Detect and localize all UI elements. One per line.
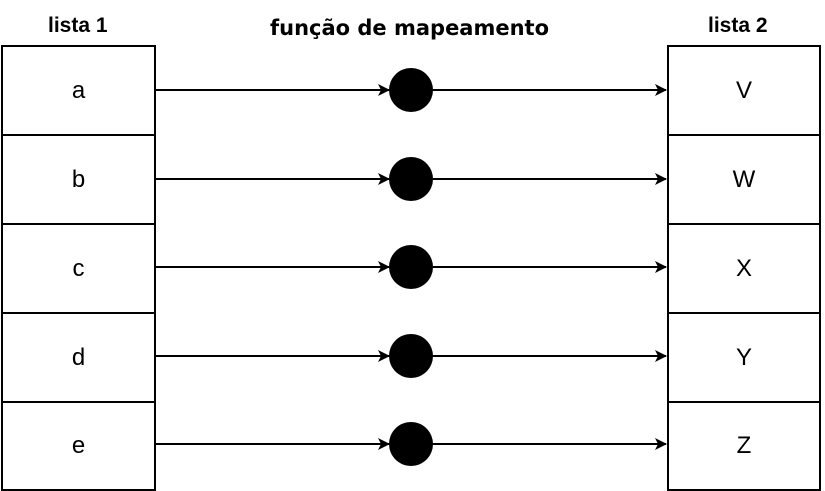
- list1-title: lista 1: [48, 14, 108, 37]
- list1-item: c: [3, 225, 154, 314]
- list2-item: Y: [669, 314, 819, 403]
- list2-item: X: [669, 225, 819, 314]
- mapping-node: [389, 245, 433, 289]
- list2-item: W: [669, 136, 819, 225]
- mapping-node: [389, 68, 433, 112]
- mapping-function-title: função de mapeamento: [270, 16, 550, 40]
- mapping-node: [389, 334, 433, 378]
- list2-title: lista 2: [708, 14, 768, 37]
- list2-box: V W X Y Z: [667, 45, 821, 491]
- list1-item: d: [3, 314, 154, 403]
- list1-item: e: [71, 432, 86, 459]
- list1-item: b: [3, 136, 154, 225]
- list2-item: V: [669, 47, 819, 136]
- mapping-node: [389, 422, 433, 466]
- mapping-node: [389, 157, 433, 201]
- list1-item: a: [3, 47, 154, 136]
- list1-box: a b c d e: [1, 45, 156, 491]
- list2-item: Z: [736, 432, 752, 459]
